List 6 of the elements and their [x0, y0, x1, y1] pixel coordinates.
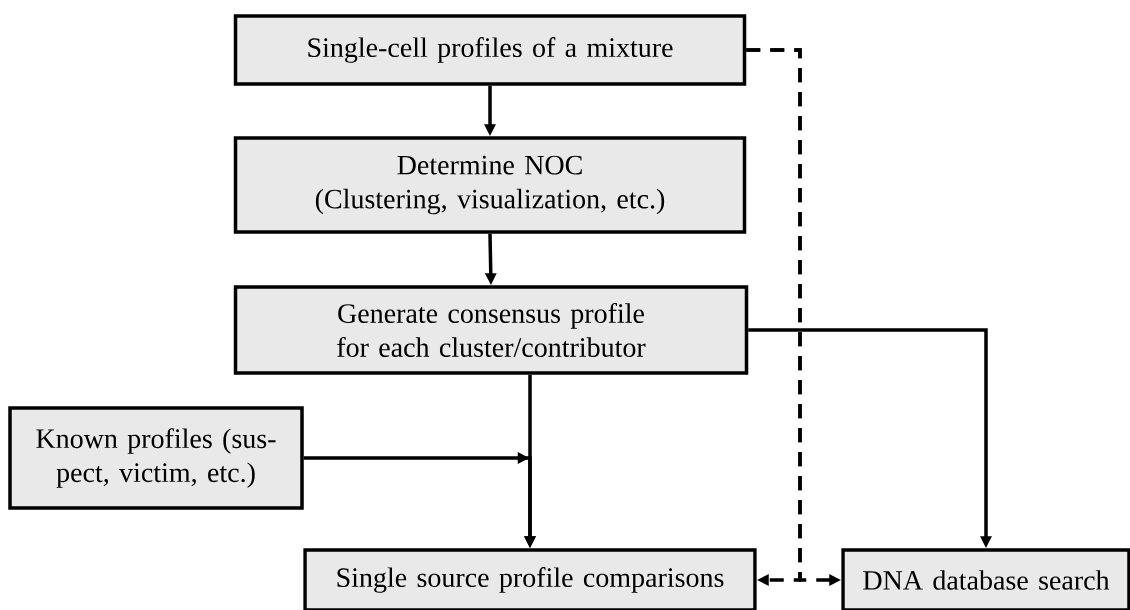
process-box: Determine NOC (Clustering, visualization, etc.): [233, 136, 747, 234]
process-box: Known profiles (sus- pect, victim, etc.): [8, 406, 304, 510]
process-box: Generate consensus profile for each cluster/contributor: [233, 285, 749, 375]
process-box: Single source profile comparisons: [303, 548, 757, 610]
process-box: Single-cell profiles of a mixture: [233, 14, 747, 86]
process-box: DNA database search: [841, 548, 1130, 610]
